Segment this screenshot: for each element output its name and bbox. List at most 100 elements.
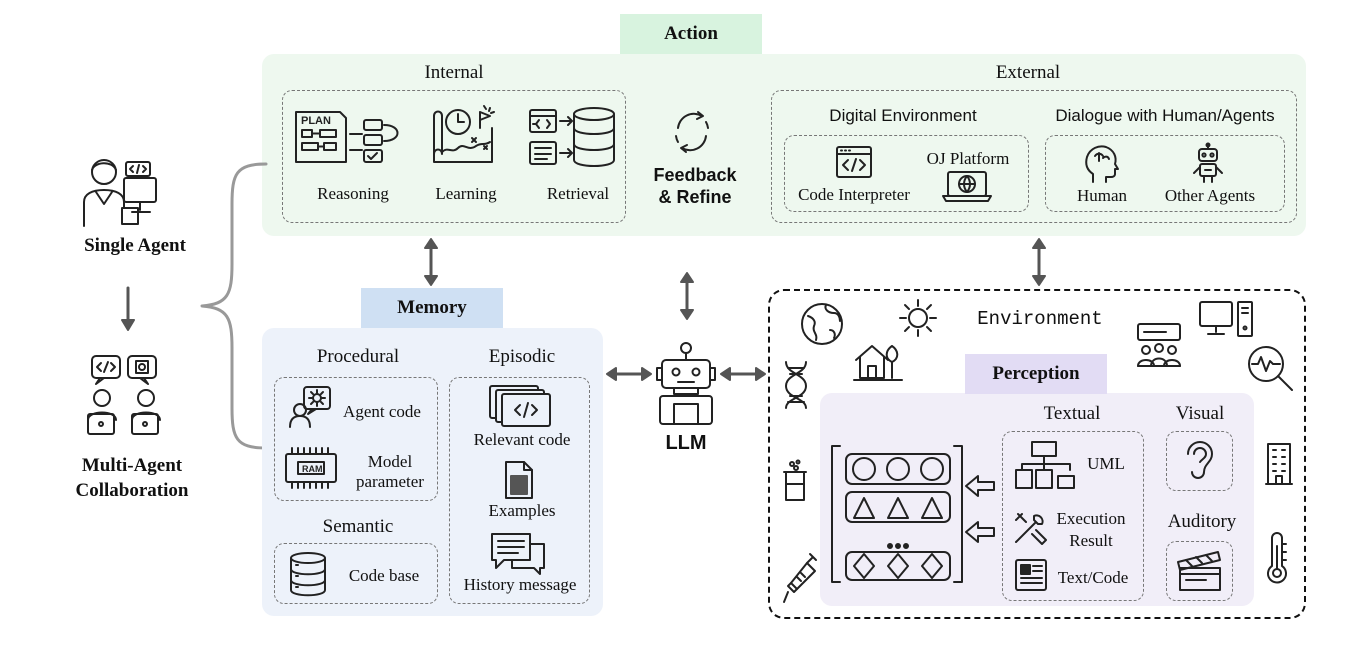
procedural-title: Procedural bbox=[316, 346, 400, 367]
retrieval-icon bbox=[529, 107, 615, 167]
dna-icon bbox=[785, 361, 807, 409]
developer-icon bbox=[83, 159, 157, 227]
environment-title: Environment bbox=[977, 308, 1103, 330]
other-agents-label: Other Agents bbox=[1164, 186, 1256, 205]
building-icon bbox=[1265, 443, 1293, 485]
robot-icon bbox=[1193, 142, 1223, 183]
action-title: Action bbox=[664, 23, 718, 44]
code-base-label: Code base bbox=[348, 566, 420, 585]
database-icon bbox=[290, 552, 326, 597]
visual-group bbox=[1166, 431, 1233, 491]
document-icon bbox=[505, 461, 533, 499]
beaker-icon bbox=[783, 459, 807, 501]
arrow-memory-llm bbox=[606, 367, 652, 381]
arrow-action-llm bbox=[680, 272, 694, 320]
procedural-group bbox=[274, 377, 438, 501]
arrow-action-environment bbox=[1032, 238, 1046, 286]
arrow-action-memory bbox=[424, 238, 438, 286]
model-parameter-label: Model parameter bbox=[340, 452, 440, 492]
digital-env-title: Digital Environment bbox=[829, 106, 977, 125]
robot-llm-icon bbox=[656, 342, 716, 425]
exec-line2: Result bbox=[1069, 531, 1113, 550]
globe-icon bbox=[801, 303, 843, 345]
uml-label: UML bbox=[1087, 454, 1125, 473]
thermometer-icon bbox=[1267, 532, 1287, 584]
digital-env-group bbox=[784, 135, 1029, 212]
newspaper-icon bbox=[1015, 559, 1047, 591]
chat-icon bbox=[491, 533, 545, 575]
internal-group bbox=[282, 90, 626, 223]
dialogue-group bbox=[1045, 135, 1285, 212]
auditory-title: Auditory bbox=[1167, 511, 1237, 532]
history-message-label: History message bbox=[463, 575, 577, 594]
team-icon bbox=[87, 355, 161, 435]
arrow-left-2 bbox=[965, 521, 995, 543]
llm-label: LLM bbox=[665, 432, 707, 454]
encoder-bracket bbox=[831, 445, 963, 583]
reasoning-label: Reasoning bbox=[317, 184, 389, 203]
plan-icon-text: PLAN bbox=[301, 115, 331, 127]
oj-platform-label: OJ Platform bbox=[926, 149, 1010, 168]
arrow-left-1 bbox=[965, 475, 995, 497]
learning-label: Learning bbox=[435, 184, 497, 203]
action-header: Action bbox=[620, 14, 762, 54]
arrow-llm-environment bbox=[720, 367, 766, 381]
ram-chip-icon: RAM bbox=[285, 447, 337, 489]
clapperboard-icon bbox=[1177, 551, 1221, 591]
memory-title: Memory bbox=[397, 297, 467, 318]
internal-title: Internal bbox=[424, 62, 484, 83]
memory-header: Memory bbox=[361, 288, 503, 328]
execution-result-label: Execution Result bbox=[1044, 508, 1138, 552]
textual-title: Textual bbox=[1043, 403, 1101, 424]
feedback-line1: Feedback bbox=[653, 165, 737, 185]
bracket bbox=[200, 162, 268, 450]
syringe-icon bbox=[783, 553, 817, 603]
external-group bbox=[771, 90, 1297, 223]
perception-header: Perception bbox=[965, 354, 1107, 394]
dialogue-title: Dialogue with Human/Agents bbox=[1055, 106, 1275, 125]
ram-text: RAM bbox=[302, 464, 323, 474]
multi-agent-line2: Collaboration bbox=[75, 480, 189, 501]
sun-icon bbox=[899, 299, 937, 337]
learning-icon bbox=[433, 105, 495, 163]
environment-panel bbox=[768, 289, 1306, 619]
feedback-line2: & Refine bbox=[658, 187, 732, 207]
code-cards-icon bbox=[489, 385, 551, 427]
tools-icon bbox=[1015, 513, 1047, 545]
agent-code-label: Agent code bbox=[343, 402, 421, 421]
external-title: External bbox=[995, 62, 1061, 83]
relevant-code-label: Relevant code bbox=[473, 430, 571, 449]
perception-title: Perception bbox=[992, 363, 1080, 384]
model-line1: Model bbox=[367, 452, 413, 471]
examples-label: Examples bbox=[488, 501, 556, 520]
ear-icon bbox=[1187, 441, 1213, 479]
model-line2: parameter bbox=[356, 472, 424, 491]
computer-icon bbox=[1199, 301, 1253, 337]
retrieval-label: Retrieval bbox=[546, 184, 610, 203]
feedback-label: Feedback & Refine bbox=[640, 164, 750, 208]
single-agent-label: Single Agent bbox=[84, 235, 186, 256]
code-window-icon bbox=[836, 146, 872, 178]
semantic-group bbox=[274, 543, 438, 604]
episodic-group bbox=[449, 377, 590, 604]
visual-title: Visual bbox=[1175, 403, 1225, 424]
multi-agent-line1: Multi-Agent bbox=[81, 455, 183, 476]
episodic-title: Episodic bbox=[488, 346, 556, 367]
human-label: Human bbox=[1076, 186, 1128, 205]
down-arrow-agents bbox=[121, 286, 135, 331]
meeting-icon bbox=[1137, 323, 1181, 367]
gear-person-icon bbox=[289, 386, 331, 428]
plan-icon: PLAN bbox=[295, 111, 399, 163]
multi-agent-label: Multi-Agent Collaboration bbox=[52, 453, 212, 503]
human-head-icon bbox=[1085, 145, 1119, 183]
semantic-title: Semantic bbox=[322, 516, 394, 537]
magnifier-pulse-icon bbox=[1248, 346, 1293, 391]
memory-panel bbox=[262, 328, 603, 616]
uml-icon bbox=[1015, 441, 1075, 489]
text-code-label: Text/Code bbox=[1057, 568, 1129, 587]
feedback-cycle-icon bbox=[675, 111, 709, 153]
exec-line1: Execution bbox=[1056, 509, 1126, 528]
textual-group bbox=[1002, 431, 1144, 601]
code-interpreter-label: Code Interpreter bbox=[798, 185, 910, 204]
auditory-group bbox=[1166, 541, 1233, 601]
